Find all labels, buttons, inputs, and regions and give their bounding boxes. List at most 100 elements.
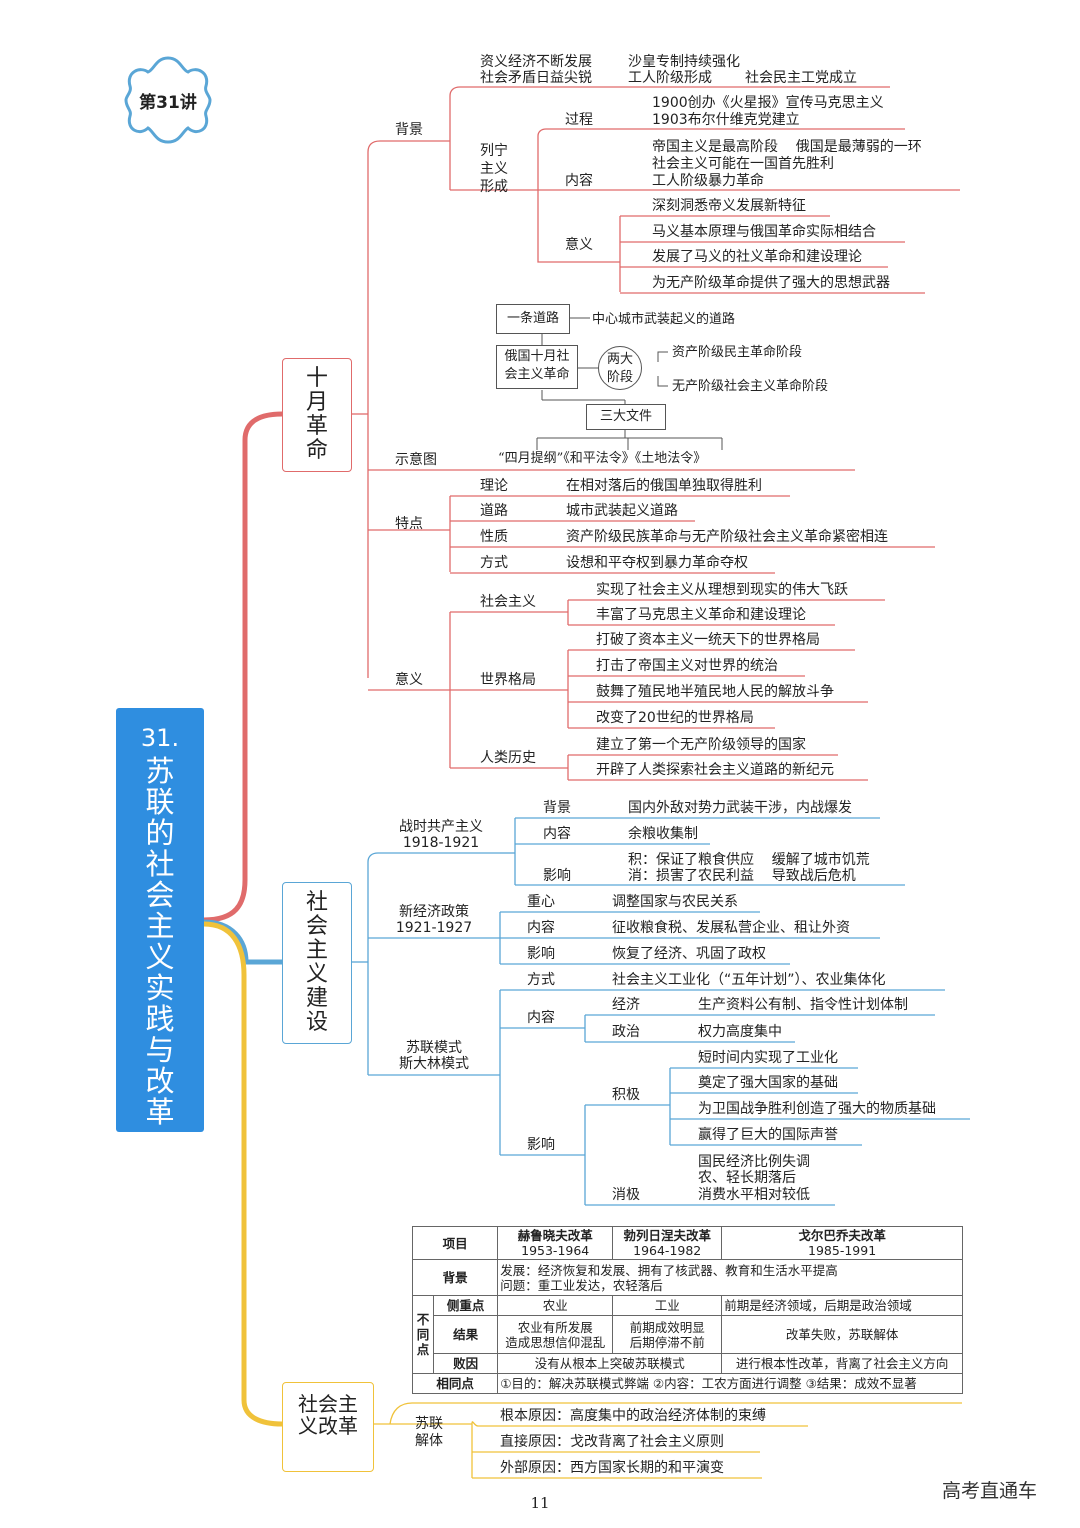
table-same-content: ①目的：解决苏联模式弊端 ②内容：工农方面进行调整 ③结果：成效不显著 xyxy=(497,1373,963,1394)
diagram-docs: “四月提纲”《和平法令》《土地法令》 xyxy=(498,451,707,466)
model-positive-line-4: 赢得了巨大的国际声誉 xyxy=(698,1127,838,1143)
war-comm-key-2: 内容 xyxy=(543,826,571,842)
war-comm-value-3b: 消：损害了农民利益 导致战后危机 xyxy=(628,868,856,884)
branch-socialist-reform: 社会主义改革 xyxy=(282,1382,374,1472)
table-focus-1: 农业 xyxy=(497,1295,614,1316)
main-title: 31. 苏联的社会主义实践与改革 xyxy=(116,708,204,1132)
lenin-process-line-2: 1903布尔什维克党建立 xyxy=(652,112,800,128)
result-1b: 造成思想信仰混乱 xyxy=(505,1334,606,1350)
model-politics-value: 权力高度集中 xyxy=(698,1024,782,1040)
feature-key-2: 道路 xyxy=(480,503,508,519)
table-row: 不同点 侧重点 农业 工业 前期是经济领域，后期是政治领域 xyxy=(412,1295,963,1374)
features-label: 特点 xyxy=(395,516,423,532)
soviet-model-label: 苏联模式 斯大林模式 xyxy=(399,1040,469,1072)
bg-item-2c: 社会民主工党成立 xyxy=(745,70,857,86)
collapse-cause-3: 外部原因：西方国家长期的和平演变 xyxy=(500,1460,724,1476)
october-diagram-label: 示意图 xyxy=(395,452,437,468)
nep-key-2: 内容 xyxy=(527,920,555,936)
war-comm-value-3a: 积：保证了粮食供应 缓解了城市饥荒 xyxy=(628,852,870,868)
table-head-item: 项目 xyxy=(411,1226,499,1260)
table-row: 背景 发展：经济恢复和发展、拥有了核武器、教育和生活水平提高问题：重工业发达，农… xyxy=(411,1259,963,1296)
war-comm-key-1: 背景 xyxy=(543,800,571,816)
war-comm-value-2: 余粮收集制 xyxy=(628,826,698,842)
result-1a: 农业有所发展 xyxy=(517,1319,593,1335)
lesson-badge-shape xyxy=(124,56,212,144)
table-diff-label: 不同点 xyxy=(412,1295,434,1374)
branch-october-revolution: 十月革命 xyxy=(282,358,352,472)
table-row: 相同点 ①目的：解决苏联模式弊端 ②内容：工农方面进行调整 ③结果：成效不显著 xyxy=(411,1373,963,1394)
nep-key-3: 影响 xyxy=(527,946,555,962)
lesson-badge: 第31讲 xyxy=(139,93,197,113)
war-comm-value-1: 国内外敌对势力武装干涉，内战爆发 xyxy=(628,800,852,816)
table-fail-label: 败因 xyxy=(432,1353,499,1374)
sig-human-label: 人类历史 xyxy=(480,750,536,766)
model-economy-value: 生产资料公有制、指令性计划体制 xyxy=(698,997,908,1013)
feature-key-4: 方式 xyxy=(480,555,508,571)
lenin-process-label: 过程 xyxy=(565,112,593,128)
table-bg-label: 背景 xyxy=(411,1259,499,1296)
branch-socialist-construction: 社会主义建设 xyxy=(282,882,352,1044)
lenin-content-line-3: 工人阶级暴力革命 xyxy=(652,173,764,189)
table-result-label: 结果 xyxy=(432,1315,499,1354)
table-same-label: 相同点 xyxy=(411,1373,499,1394)
collapse-label: 苏联解体 xyxy=(415,1416,443,1449)
lenin-label: 列宁主义形成 xyxy=(480,143,508,195)
bg-item-1b: 沙皇专制持续强化 xyxy=(628,54,740,70)
feature-value-1: 在相对落后的俄国单独取得胜利 xyxy=(566,478,762,494)
significance-label: 意义 xyxy=(395,672,423,688)
diagram-stage-1: 资产阶级民主革命阶段 xyxy=(672,345,803,360)
diagram-three-docs: 三大文件 xyxy=(586,404,666,430)
khrushchev-years: 1953-1964 xyxy=(521,1243,590,1258)
feature-key-3: 性质 xyxy=(480,529,508,545)
branch-reform-label: 社会主义改革 xyxy=(298,1392,358,1438)
sig-world-line-4: 改变了20世纪的世界格局 xyxy=(596,710,754,726)
collapse-cause-1: 根本原因：高度集中的政治经济体制的束缚 xyxy=(500,1408,766,1424)
branch-construction-label: 社会主义建设 xyxy=(305,890,328,1035)
sig-socialism-line-2: 丰富了马克思主义革命和建设理论 xyxy=(596,607,806,623)
model-economy-key: 经济 xyxy=(612,997,640,1013)
october-background-label: 背景 xyxy=(395,122,423,138)
nep-value-3: 恢复了经济、巩固了政权 xyxy=(612,946,766,962)
table-bg-line-1: 发展：经济恢复和发展、拥有了核武器、教育和生活水平提高 xyxy=(500,1262,838,1278)
table-result-2: 前期成效明显后期停滞不前 xyxy=(612,1315,723,1354)
sig-socialism-label: 社会主义 xyxy=(480,594,536,610)
lenin-content-label: 内容 xyxy=(565,173,593,189)
table-row: 败因 没有从根本上突破苏联模式 进行根本性改革，背离了社会主义方向 xyxy=(413,1353,963,1374)
main-title-text: 苏联的社会主义实践与改革 xyxy=(145,754,175,1129)
result-2b: 后期停滞不前 xyxy=(629,1334,705,1350)
model-negative-line-1: 国民经济比例失调 xyxy=(698,1154,810,1170)
model-positive-line-3: 为卫国战争胜利创造了强大的物质基础 xyxy=(698,1101,936,1117)
nep-key-1: 重心 xyxy=(527,894,555,910)
bg-item-2b: 工人阶级形成 xyxy=(628,70,712,86)
bg-item-1a: 资义经济不断发展 xyxy=(480,54,592,70)
lenin-meaning-line-1: 深刻洞悉帝义发展新特征 xyxy=(652,198,806,214)
branch-october-label: 十月革命 xyxy=(305,366,328,463)
result-2a: 前期成效明显 xyxy=(629,1319,705,1335)
collapse-cause-2: 直接原因：戈改背离了社会主义原则 xyxy=(500,1434,724,1450)
brezhnev-name: 勃列日涅夫改革 xyxy=(623,1228,711,1243)
model-content-key: 内容 xyxy=(527,1010,555,1026)
model-positive-line-2: 奠定了强大国家的基础 xyxy=(698,1075,838,1091)
lenin-meaning-label: 意义 xyxy=(565,237,593,253)
table-bg-content: 发展：经济恢复和发展、拥有了核武器、教育和生活水平提高问题：重工业发达，农轻落后 xyxy=(497,1259,963,1296)
model-positive-key: 积极 xyxy=(612,1087,640,1103)
lenin-meaning-line-4: 为无产阶级革命提供了强大的思想武器 xyxy=(652,275,890,291)
war-communism-label: 战时共产主义 1918-1921 xyxy=(399,819,483,851)
diagram-stage-2: 无产阶级社会主义革命阶段 xyxy=(672,379,829,394)
model-method-key: 方式 xyxy=(527,972,555,988)
table-row: 结果 农业有所发展造成思想信仰混乱 前期成效明显后期停滞不前 改革失败，苏联解体 xyxy=(413,1315,963,1354)
sig-human-line-2: 开辟了人类探索社会主义道路的新纪元 xyxy=(596,762,834,778)
khrushchev-name: 赫鲁晓夫改革 xyxy=(517,1228,593,1243)
table-bg-line-2: 问题：重工业发达，农轻落后 xyxy=(500,1277,663,1293)
table-fail-3: 进行根本性改革，背离了社会主义方向 xyxy=(721,1353,963,1374)
diagram-center: 俄国十月社会主义革命 xyxy=(496,345,578,389)
diagram-one-road: 一条道路 xyxy=(496,304,570,334)
model-method-value: 社会主义工业化（“五年计划”）、农业集体化 xyxy=(612,972,886,988)
lenin-content-line-2: 社会主义可能在一国首先胜利 xyxy=(652,156,834,172)
sig-socialism-line-1: 实现了社会主义从理想到现实的伟大飞跃 xyxy=(596,582,848,598)
